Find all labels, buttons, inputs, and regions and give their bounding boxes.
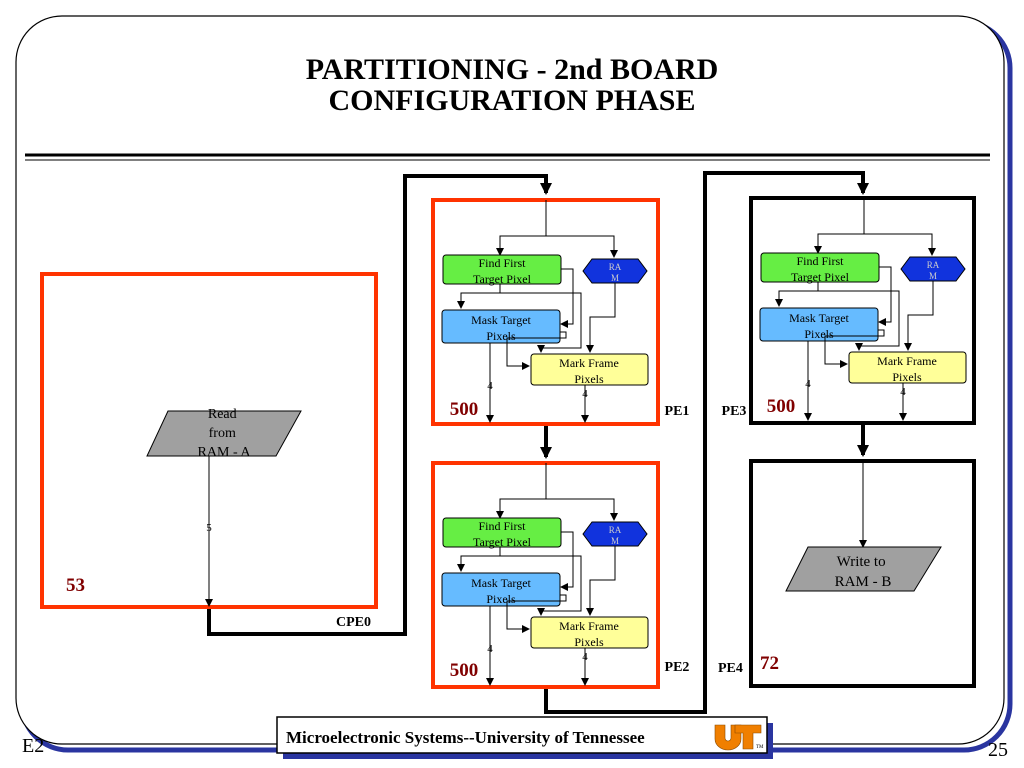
interconnect-wires	[207, 171, 869, 714]
cpe0-count: 53	[66, 575, 85, 596]
bus-width-right: 4	[582, 651, 588, 663]
mark-frame-pixels-block	[530, 616, 649, 649]
ram-block	[900, 256, 966, 282]
pe1-label: PE1	[665, 404, 690, 419]
read-block-label: Read from RAM - A	[198, 407, 252, 460]
cpe0-partition: Read from RAM - A 5 53 CPE0	[40, 272, 378, 630]
title-line-1: PARTITIONING - 2nd BOARD	[305, 53, 719, 86]
pe2-label: PE2	[665, 660, 690, 675]
pe3-count: 500	[767, 396, 796, 417]
pe3-box	[749, 196, 976, 425]
pe4-partition: Write to RAM - B 72 PE4	[718, 459, 976, 688]
bus-width-right: 4	[582, 388, 588, 400]
wire-cpe0-to-pe1	[207, 174, 552, 636]
write-to-ram-b-block	[785, 546, 942, 592]
cpe0-bus-width: 5	[206, 522, 212, 534]
pe3-label: PE3	[722, 404, 747, 419]
bus-width-left: 4	[487, 380, 493, 392]
footer-bar: Microelectronic Systems--University of T…	[276, 716, 773, 759]
read-from-ram-a-block	[146, 410, 302, 457]
page-number: 25	[988, 739, 1008, 761]
ut-logo: TM	[711, 721, 764, 751]
footer-text: Microelectronic Systems--University of T…	[286, 728, 645, 747]
svg-text:TM: TM	[756, 745, 764, 750]
pe4-label: PE4	[718, 661, 743, 676]
write-block-label: Write to RAM - B	[835, 554, 892, 590]
pe1-count: 500	[450, 399, 479, 420]
pe2-count: 500	[450, 660, 479, 681]
wire-pe2-to-pe3	[544, 171, 869, 714]
mark-frame-pixels-block	[530, 353, 649, 386]
bus-width-left: 4	[487, 643, 493, 655]
bus-width-right: 4	[900, 386, 906, 398]
title-divider	[25, 153, 990, 161]
slide-title: PARTITIONING - 2nd BOARD CONFIGURATION P…	[0, 54, 1024, 116]
pe4-count: 72	[760, 653, 779, 674]
ram-block	[582, 258, 648, 284]
cpe0-label: CPE0	[336, 615, 371, 630]
slide-id: E2	[22, 735, 44, 757]
cpe0-box	[40, 272, 378, 609]
ram-block	[582, 521, 648, 547]
mark-frame-pixels-block	[848, 351, 967, 384]
bus-width-left: 4	[805, 378, 811, 390]
title-line-2: CONFIGURATION PHASE	[328, 84, 696, 117]
